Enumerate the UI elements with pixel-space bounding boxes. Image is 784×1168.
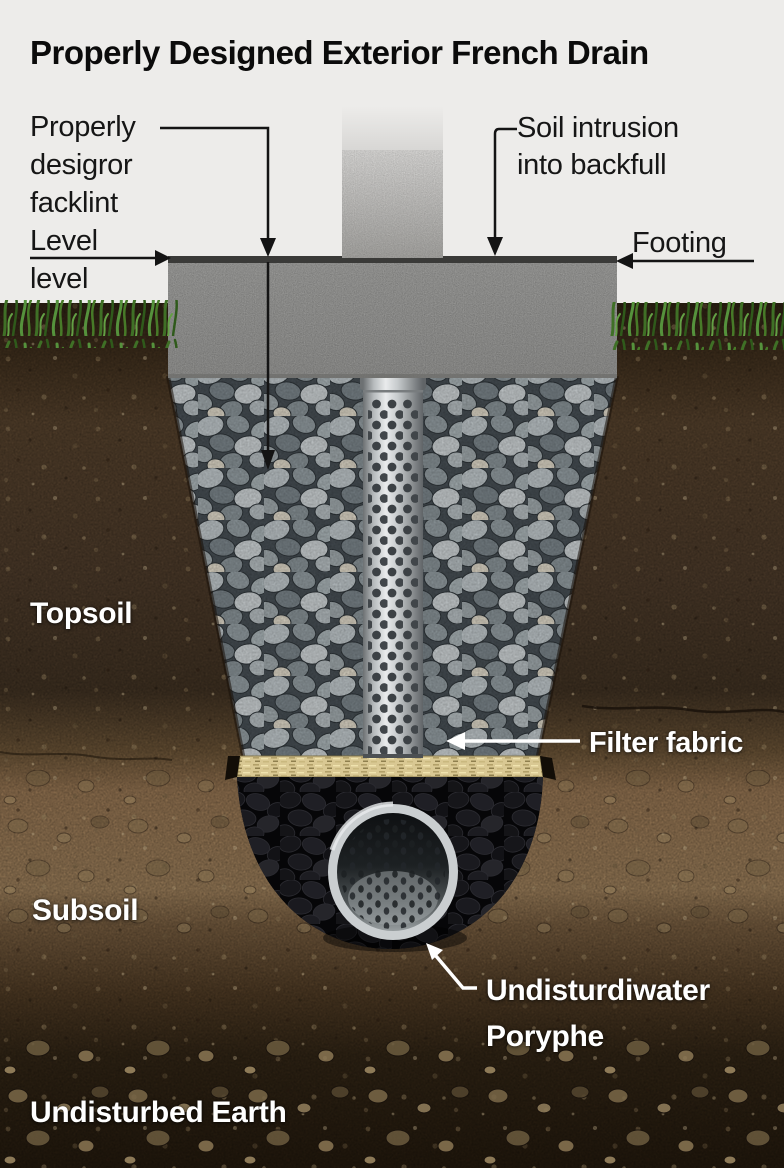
filter-fabric-arrow-icon: [446, 732, 465, 750]
left-note-pointer-line: [160, 126, 270, 239]
left-note-arrow-icon: [260, 238, 276, 257]
page-title: Properly Designed Exterior French Drain: [30, 34, 649, 71]
label-subsoil: Subsoil: [32, 894, 139, 928]
label-pipe-note: Undisturdiwater Poryphe: [486, 968, 710, 1060]
label-line: Properly: [30, 111, 136, 143]
label-footing: Footing: [632, 224, 727, 262]
label-left-note: Properly desigror facklint Level level: [30, 108, 136, 298]
label-line: Undisturdiwater: [486, 974, 710, 1007]
soil-crack: [0, 751, 173, 761]
label-line: into backfull: [517, 149, 667, 181]
label-filter-fabric: Filter fabric: [589, 727, 743, 760]
riser-pipe: [360, 374, 426, 758]
crack-arrow-icon: [261, 450, 275, 470]
label-line: level: [30, 263, 89, 295]
soil-crack: [581, 704, 784, 714]
grass-strip: [0, 300, 784, 350]
drain-pipe: [323, 801, 467, 952]
soil-intrusion-pointer-line: [493, 127, 517, 238]
foundation-wall: [342, 106, 443, 258]
label-line: Subsoil: [32, 894, 139, 927]
label-line: facklint: [30, 187, 118, 219]
label-undisturbed-earth: Undisturbed Earth: [30, 1096, 287, 1130]
label-line: Topsoil: [30, 597, 133, 630]
annotation-arrows-light: [426, 732, 580, 990]
level-arrow-icon: [155, 250, 171, 266]
label-line: Poryphe: [486, 1020, 604, 1053]
label-line: Soil intrusion: [517, 112, 679, 144]
label-line: Level: [30, 225, 98, 257]
annotation-arrows-dark: [30, 126, 754, 470]
label-line: Undisturbed Earth: [30, 1096, 287, 1129]
footing-arrow-icon: [616, 253, 633, 269]
pipe-note-pointer-line: [434, 954, 477, 990]
label-line: desigror: [30, 149, 133, 181]
label-line: Filter fabric: [589, 727, 744, 759]
concrete-footing: [168, 256, 617, 378]
label-line: Footing: [632, 227, 727, 259]
filter-fabric-layer: [225, 755, 556, 780]
label-soil-intrusion: Soil intrusion into backfull: [517, 110, 679, 184]
soil-intrusion-arrow-icon: [487, 237, 503, 256]
label-topsoil: Topsoil: [30, 597, 133, 631]
pipe-note-arrow-icon: [426, 943, 443, 960]
